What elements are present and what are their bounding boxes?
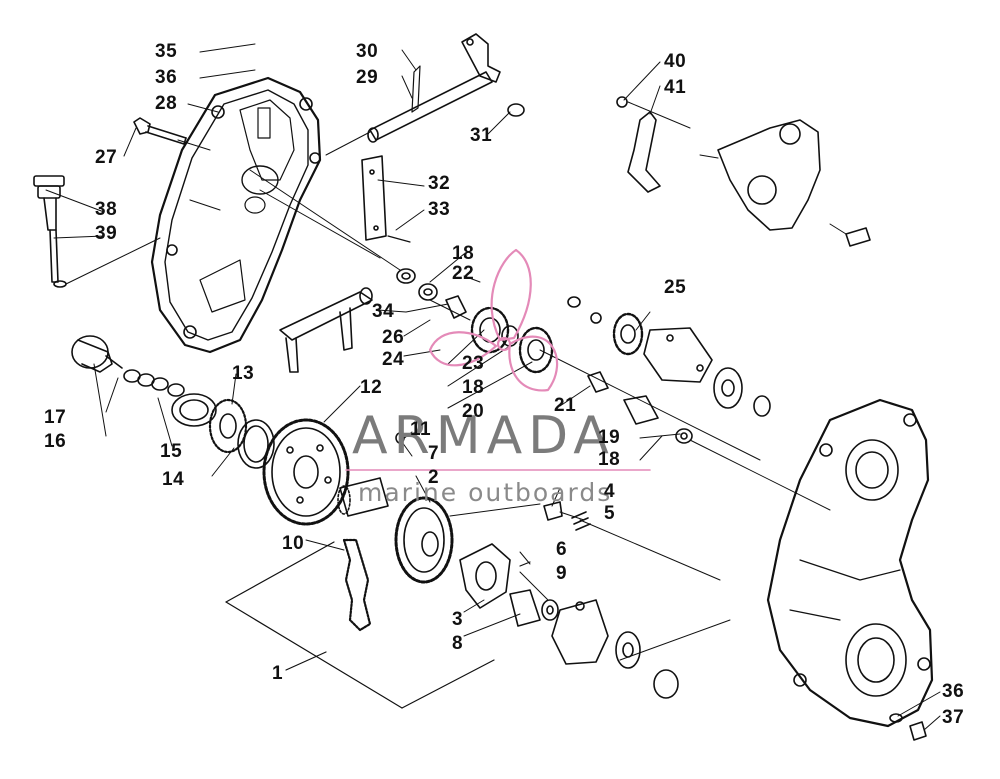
callout-12: 12 (360, 377, 383, 398)
callout-33: 33 (428, 199, 451, 220)
small-gear-shaft (337, 432, 405, 517)
callout-bracket (225, 541, 495, 709)
watermark-subtitle: marine outboards (358, 478, 613, 507)
callout-31: 31 (470, 125, 493, 146)
callout-18-lower: 18 (598, 449, 621, 470)
propeller-logo (345, 248, 651, 471)
callout-2: 2 (428, 467, 440, 488)
callout-16: 16 (44, 431, 67, 452)
callout-1: 1 (272, 663, 284, 684)
callout-8: 8 (452, 633, 464, 654)
sprocket-assembly (567, 296, 771, 444)
callout-23: 23 (462, 353, 485, 374)
leader-lines (45, 43, 941, 731)
callout-27: 27 (95, 147, 118, 168)
callout-10: 10 (282, 533, 305, 554)
callout-36-bottom: 36 (942, 681, 965, 702)
callout-32: 32 (428, 173, 451, 194)
callout-30: 30 (356, 41, 379, 62)
shift-shaft (325, 33, 525, 156)
drive-chain (342, 538, 372, 632)
callout-37: 37 (942, 707, 965, 728)
lever-bracket (616, 96, 871, 247)
callout-24: 24 (382, 349, 405, 370)
callout-34: 34 (372, 301, 395, 322)
callout-41: 41 (664, 77, 687, 98)
callout-15: 15 (160, 441, 183, 462)
callout-36-top: 36 (155, 67, 178, 88)
callout-22: 22 (452, 263, 475, 284)
drive-gear (394, 496, 541, 584)
callout-19: 19 (598, 427, 621, 448)
gearcase-housing (766, 398, 934, 728)
drain-plug (889, 713, 927, 741)
callout-18-upper: 18 (452, 243, 475, 264)
callout-35: 35 (155, 41, 178, 62)
callout-29: 29 (356, 67, 379, 88)
seal-spring (71, 335, 185, 397)
callout-20: 20 (462, 401, 485, 422)
callout-39: 39 (95, 223, 118, 244)
callout-26: 26 (382, 327, 405, 348)
watermark-title: ARMADA (352, 406, 615, 466)
shift-fork (279, 287, 373, 373)
assembly-axis-lines (249, 169, 831, 661)
callout-9: 9 (556, 563, 568, 584)
callout-13: 13 (232, 363, 255, 384)
callout-25: 25 (664, 277, 687, 298)
callout-17: 17 (44, 407, 67, 428)
callout-28: 28 (155, 93, 178, 114)
callout-21: 21 (554, 395, 577, 416)
callout-18-middle: 18 (462, 377, 485, 398)
callout-5: 5 (604, 503, 616, 524)
cover-bolt (133, 117, 187, 145)
chaincase-cover (150, 76, 322, 354)
callout-7: 7 (428, 443, 440, 464)
callout-4: 4 (604, 481, 616, 502)
large-gear (262, 418, 350, 526)
dipstick (33, 175, 161, 288)
brake-discs (171, 393, 275, 469)
lower-bearing-plate (551, 599, 679, 699)
cover-plate (361, 155, 411, 243)
callout-11: 11 (410, 419, 432, 440)
callout-40: 40 (664, 51, 687, 72)
callout-6: 6 (556, 539, 568, 560)
callout-3: 3 (452, 609, 464, 630)
callout-38: 38 (95, 199, 118, 220)
callout-14: 14 (162, 469, 185, 490)
